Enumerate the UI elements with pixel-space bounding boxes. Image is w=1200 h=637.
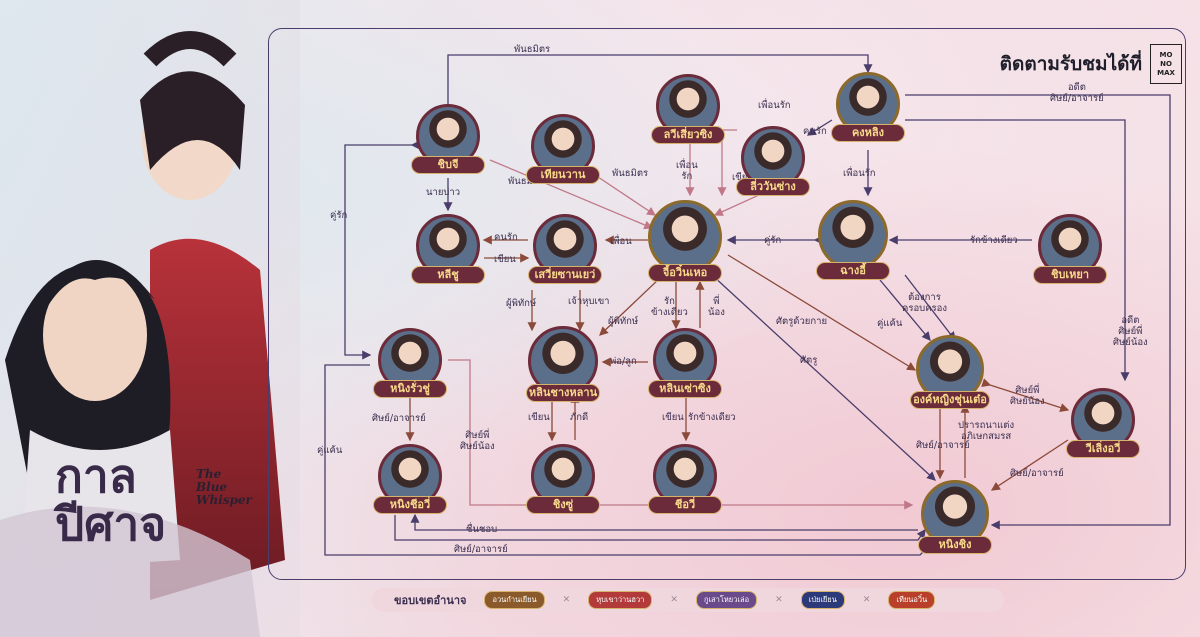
edge-label-rival: คู่แค้น (877, 318, 903, 329)
character-name: เทียนวาน (526, 166, 600, 184)
edge-label-master-right: ศิษย์/อาจารย์ (1010, 468, 1064, 479)
edge-label-teacher-vertical: ศิษย์/อาจารย์ (916, 440, 970, 451)
avatar (818, 200, 888, 270)
edge-label-wife: เขียน (494, 254, 516, 265)
edge-label-alliance: พันธมิตร (514, 44, 551, 55)
character-name: องค์หญิงชุ่นเต๋อ (910, 391, 990, 409)
character-heroine[interactable]: จี้อวิ๋นเหอ (648, 200, 722, 286)
character-chibi[interactable]: ชิบจี (411, 104, 485, 190)
avatar (648, 200, 722, 274)
character-hninruai[interactable]: หนิงรั่วชู่ (373, 328, 447, 414)
edge-label-friend-rak: เพื่อน รัก (676, 160, 698, 182)
edge-label-rival-2: คู่แค้น (317, 445, 343, 456)
edge-label-former-master: อดีต ศิษย์/อาจารย์ (1050, 82, 1104, 104)
character-name: คงหลิง (831, 124, 905, 142)
edge-label-disciple-sibling: ศิษย์พี่ ศิษย์น้อง (1010, 385, 1045, 407)
character-name: ลวีเสี่ยวซิง (651, 126, 725, 144)
legend-separator: ✕ (775, 595, 783, 605)
character-empress[interactable]: องค์หญิงชุ่นเต๋อ (910, 335, 990, 421)
character-chiayu[interactable]: ชีอวี่ (648, 444, 722, 530)
edge-label-enemy: ศัตรู (800, 355, 818, 366)
legend-separator: ✕ (862, 595, 871, 605)
edge-label-loyal: ภักดี (570, 412, 589, 423)
edge-label-sweetheart-top: คนรัก (803, 126, 827, 137)
legend-chip: เทียนอวิ๋น (888, 591, 936, 609)
character-khongbae[interactable]: คงหลิง (831, 72, 905, 158)
legend-chip: อวนกำนเยียน (484, 591, 545, 609)
legend-chip: หุบเขาว่านฮวา (588, 591, 653, 609)
edge-label-master-master-2: ศิษย์/อาจารย์ (454, 544, 508, 555)
character-tianwa[interactable]: เทียนวาน (526, 114, 600, 200)
legend-title: ขอบเขตอำนาจ (394, 594, 467, 607)
character-name: ชิงซู่ (526, 496, 600, 514)
character-name: หนิงชีอวี่ (373, 496, 447, 514)
character-sia[interactable]: เสวี่ยซานเยว่ (528, 214, 602, 300)
monomax-logo[interactable]: MO NO MAX (1150, 44, 1182, 84)
character-name: หลินชางหลาน (526, 384, 600, 402)
character-name: จี้อวิ๋นเหอ (648, 264, 722, 282)
character-lin-hualan[interactable]: หลินชางหลาน (526, 326, 600, 412)
character-name: หลีชู (411, 266, 485, 284)
character-name: ลี่ววันซ่าง (736, 178, 810, 196)
character-name: หนิงชิง (918, 536, 992, 554)
character-luwan[interactable]: ลี่ววันซ่าง (736, 126, 810, 212)
character-name: วีเลิ่งอวี่ (1066, 440, 1140, 458)
character-name: ฉางอี้ (816, 262, 890, 280)
streaming-header: ติดตามรับชมได้ที่ MO NO MAX (1000, 44, 1182, 84)
character-name: ชิบเหยา (1033, 266, 1107, 284)
character-valenchi[interactable]: วีเลิ่งอวี่ (1066, 388, 1140, 474)
edge-label-alliance-mid: พันธมิตร (612, 168, 649, 179)
edge-label-master-disciple-left: ศิษย์/อาจารย์ (372, 413, 426, 424)
edge-label-brothers: พี่ น้อง (708, 296, 725, 318)
edge-label-friend: เพื่อน (610, 236, 632, 247)
character-hsisuei[interactable]: หนิงชีอวี่ (373, 444, 447, 530)
diagram-frame (268, 28, 1186, 580)
edge-label-father-son: พ่อ/ลูก (610, 356, 637, 367)
legend-separator: ✕ (670, 595, 678, 605)
edge-label-enemy-via: ศัตรูด้วยกาย (776, 316, 828, 327)
edge-label-friend-lover-2: เพื่อนรัก (843, 168, 876, 179)
character-name: เสวี่ยซานเยว่ (528, 266, 602, 284)
edge-label-protector: ผู้พิทักษ์ (506, 298, 537, 309)
character-lualaxia[interactable]: ลวีเสี่ยวซิง (651, 74, 725, 160)
edge-label-mountain-lord: เจ้าหุบเขา (568, 296, 610, 307)
legend-separator: ✕ (562, 595, 571, 605)
edge-label-sweetheart: คนรัก (494, 232, 518, 243)
legend-chip: เป่ยเยียน (800, 591, 845, 609)
edge-label-marriage: ปรารถนาแต่ง อภิเษกสมรส (958, 420, 1015, 442)
character-hualiu[interactable]: หลีชู (411, 214, 485, 300)
edge-label-whip-3: เขียน (662, 412, 684, 423)
edge-label-former-sibling: อดีต ศิษย์พี่ ศิษย์น้อง (1113, 315, 1148, 348)
character-changyi[interactable]: ฉางอี้ (816, 200, 890, 286)
edge-label-one-sided-2: รัก ข้างเดียว (651, 296, 688, 318)
show-title-thai: กาล ปีศาจ (55, 449, 167, 551)
edge-label-admire: ชื่นชอบ (466, 524, 498, 535)
character-name: หลินเซ่าซิง (648, 380, 722, 398)
character-chibyao[interactable]: ชิบเหยา (1033, 214, 1107, 300)
faction-legend: ขอบเขตอำนาจ อวนกำนเยียน ✕ หุบเขาว่านฮวา … (372, 588, 1004, 612)
edge-label-servant: นายบ่าว (426, 187, 461, 198)
edge-label-one-sided: รักข้างเดียว (970, 235, 1018, 246)
edge-label-lover-right: คู่รัก (764, 235, 782, 246)
character-shingchu[interactable]: ชิงซู่ (526, 444, 600, 530)
character-lin-xiaosing[interactable]: หลินเซ่าซิง (648, 328, 722, 414)
character-name: ชิบจี (411, 156, 485, 174)
character-hnicheng[interactable]: หนิงชิง (918, 480, 992, 566)
show-title-english: The Blue Whisper (196, 467, 252, 507)
edge-label-whip-top: เขียน (732, 172, 754, 183)
follow-text: ติดตามรับชมได้ที่ (999, 53, 1142, 75)
edge-label-friend-lover: เพื่อนรัก (758, 100, 791, 111)
edge-label-one-sided-3: รักข้างเดียว (688, 412, 736, 423)
edge-label-disciple-sibling-2: ศิษย์พี่ ศิษย์น้อง (460, 430, 495, 452)
edge-label-want-power: ต้องการ ครอบครอง (902, 292, 947, 314)
edge-label-alliance-left: พันธมิตร (508, 176, 545, 187)
edge-label-lover-left: คู่รัก (330, 210, 348, 221)
character-name: หนิงรั่วชู่ (373, 380, 447, 398)
poster-art (0, 0, 300, 637)
edge-label-whip: เขียน (528, 412, 550, 423)
legend-chip: กูเสาโหยวเล่อ (695, 591, 758, 609)
character-name: ชีอวี่ (648, 496, 722, 514)
edge-label-mountain-guard: ผู้พิทักษ์ (608, 316, 639, 327)
